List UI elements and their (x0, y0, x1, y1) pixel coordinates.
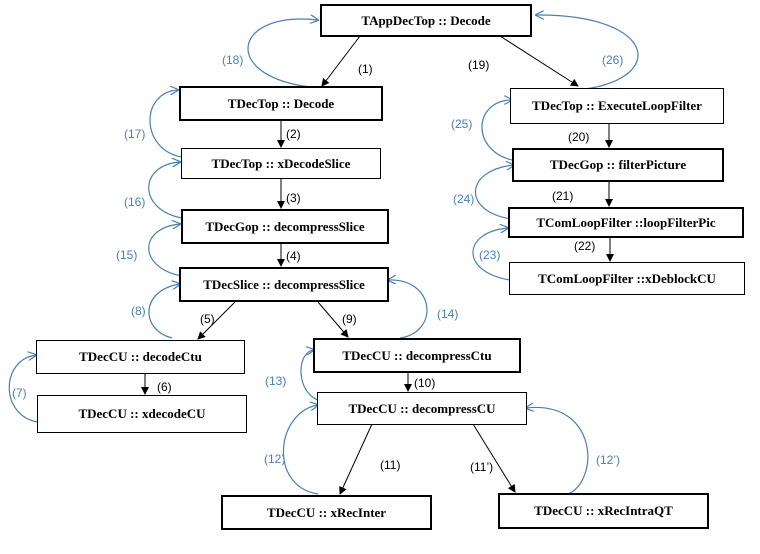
call-label-11p: (11’) (470, 460, 494, 474)
call-label-21: (21) (552, 189, 574, 203)
return-arrow-25 (481, 100, 512, 161)
node-tcomloopfilter-loopfilterpic: TComLoopFilter ::loopFilterPic (508, 207, 744, 238)
node-tdeccu-xrecintraqt: TDecCU :: xRecIntraQT (498, 493, 709, 529)
return-arrow-18 (247, 19, 323, 89)
return-arrow-8 (148, 284, 180, 339)
call-arrow-9 (317, 301, 349, 338)
return-label-12p: (12’) (596, 453, 621, 467)
call-arrow-11p (472, 423, 516, 493)
call-label-20: (20) (568, 130, 590, 144)
return-label-23: (23) (479, 248, 501, 262)
node-tdeccu-decodectu: TDecCU :: decodeCtu (36, 340, 245, 374)
call-label-10: (10) (414, 376, 436, 390)
node-tdeccu-xdecodecu: TDecCU :: xdecodeCU (37, 395, 247, 433)
node-tdeccu-xrecinter: TDecCU :: xRecInter (221, 495, 432, 530)
call-label-22: (22) (574, 239, 596, 253)
node-tdectop-xdecodeslice: TDecTop :: xDecodeSlice (181, 148, 381, 179)
return-arrow-7 (8, 355, 39, 423)
call-label-19: (19) (468, 58, 490, 72)
return-label-13: (13) (265, 374, 287, 388)
call-label-4: (4) (286, 249, 301, 263)
call-arrow-11 (339, 423, 373, 495)
return-arrow-15 (148, 224, 183, 277)
return-arrow-16 (148, 162, 183, 219)
node-tdecgop-filterpicture: TDecGop :: filterPicture (512, 148, 724, 182)
node-tdeccu-decompressctu: TDecCU :: decompressCtu (313, 338, 521, 373)
return-label-14: (14) (437, 307, 459, 321)
return-label-8: (8) (131, 304, 146, 318)
node-tdectop-executeloopfilter: TDecTop :: ExecuteLoopFilter (510, 88, 724, 124)
return-label-26: (26) (602, 53, 624, 67)
return-arrow-12p (526, 407, 589, 495)
return-label-18: (18) (222, 53, 244, 67)
return-arrow-24 (474, 165, 514, 220)
return-arrow-17 (149, 90, 183, 158)
return-label-15: (15) (116, 248, 138, 262)
return-arrow-13 (300, 350, 319, 401)
return-arrow-14 (388, 280, 428, 339)
node-tdectop-decode: TDecTop :: Decode (179, 86, 383, 121)
call-label-2: (2) (286, 127, 301, 141)
call-label-6: (6) (157, 380, 172, 394)
node-tdecgop-decompressslice: TDecGop :: decompressSlice (181, 209, 389, 244)
call-label-5: (5) (200, 312, 215, 326)
return-label-7: (7) (12, 386, 27, 400)
call-label-11: (11) (380, 458, 401, 472)
call-arrow-19 (499, 35, 579, 87)
call-arrow-5 (197, 301, 236, 340)
node-tdecslice-decompressslice: TDecSlice :: decompressSlice (179, 267, 389, 302)
return-arrow-26 (536, 15, 639, 91)
call-label-3: (3) (286, 191, 301, 205)
return-label-17: (17) (124, 127, 146, 141)
node-tcomloopfilter-xdeblockcu: TComLoopFilter ::xDeblockCU (509, 262, 745, 295)
return-label-25: (25) (451, 117, 473, 131)
call-label-9: (9) (342, 312, 357, 326)
return-label-16: (16) (124, 195, 146, 209)
node-tdeccu-decompresscu: TDecCU :: decompressCU (317, 392, 527, 425)
return-label-12: (12) (264, 452, 286, 466)
call-arrow-1 (321, 35, 361, 87)
call-label-1: (1) (358, 62, 373, 76)
return-label-24: (24) (453, 192, 475, 206)
return-arrow-12 (282, 405, 318, 495)
node-tappdectop-decode: TAppDecTop :: Decode (320, 4, 532, 37)
return-arrow-23 (472, 228, 511, 281)
